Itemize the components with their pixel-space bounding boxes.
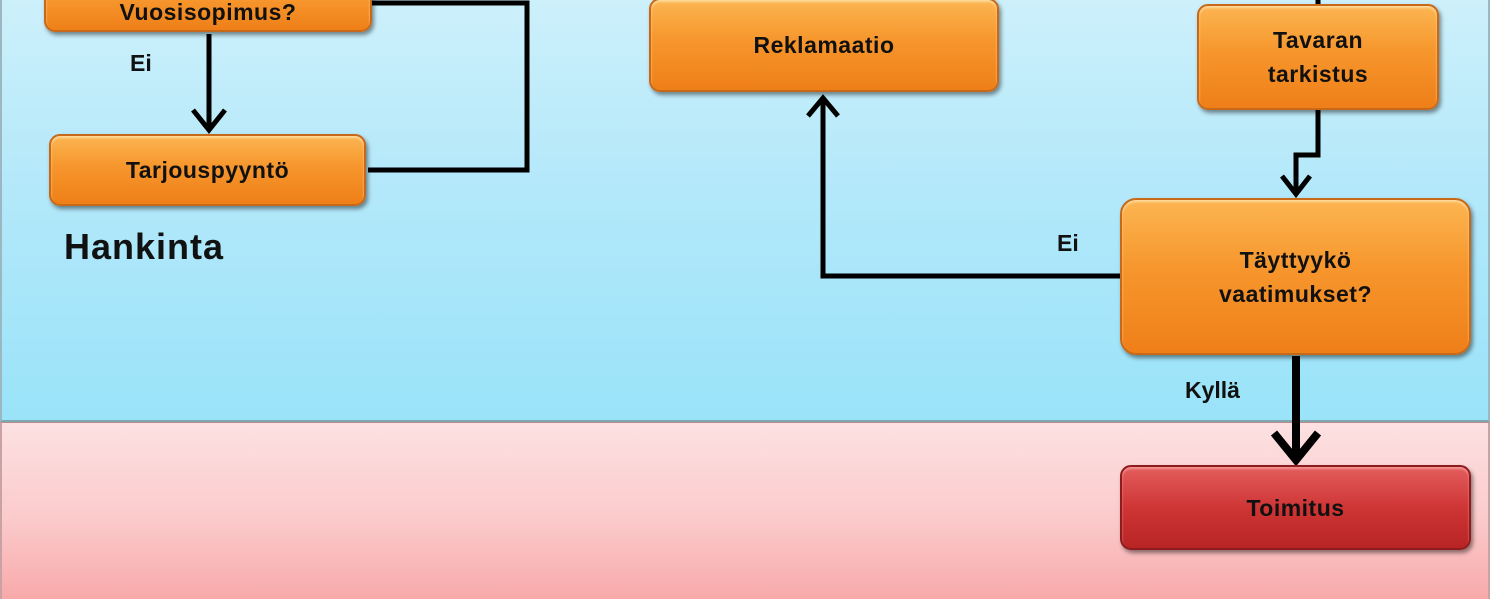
- edge-vuosisopimus-right: [368, 0, 530, 173]
- node-toimitus-label: Toimitus: [1246, 494, 1345, 521]
- node-vuosisopimus-label: Vuosisopimus?: [119, 0, 297, 25]
- node-toimitus: Toimitus: [1120, 465, 1471, 550]
- arrowhead-vaatimukset: [1280, 174, 1312, 199]
- arrowhead-tarjouspyynto: [191, 108, 227, 135]
- node-vaatimukset-line1: Täyttyykö: [1239, 246, 1352, 273]
- node-vuosisopimus: Vuosisopimus?: [44, 0, 372, 32]
- node-tavaran-tarkistus: Tavaran tarkistus: [1197, 4, 1439, 110]
- edge-tarkistus-vaatimukset: [1293, 110, 1321, 194]
- node-tarjouspyynto-label: Tarjouspyyntö: [125, 157, 290, 183]
- edge-label-kylla: Kyllä: [1185, 377, 1240, 403]
- edge-vaatimukset-reklamaatio: [820, 98, 1120, 279]
- edge-label-ei-right: Ei: [1057, 230, 1079, 256]
- lane-title-hankinta: Hankinta: [64, 226, 225, 267]
- node-vaatimukset-line2: vaatimukset?: [1218, 280, 1372, 307]
- node-reklamaatio-label: Reklamaatio: [753, 32, 895, 58]
- node-vaatimukset: Täyttyykö vaatimukset?: [1120, 198, 1471, 355]
- node-tarkistus-line1: Tavaran: [1272, 27, 1363, 53]
- node-reklamaatio: Reklamaatio: [649, 0, 999, 92]
- node-tarkistus-line2: tarkistus: [1267, 61, 1369, 87]
- arrowhead-reklamaatio: [806, 94, 840, 118]
- edge-label-ei-left: Ei: [130, 50, 152, 76]
- node-tarjouspyynto: Tarjouspyyntö: [49, 134, 366, 206]
- arrowhead-toimitus: [1270, 430, 1322, 467]
